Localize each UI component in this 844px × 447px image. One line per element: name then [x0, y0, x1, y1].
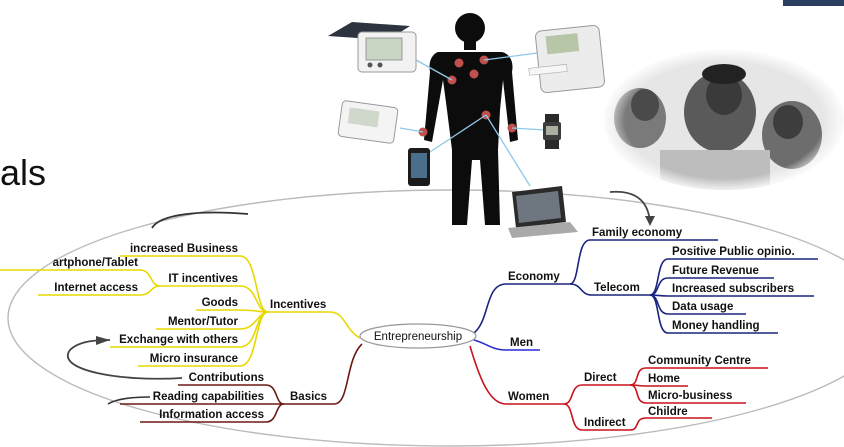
basics-item: Contributions [189, 372, 264, 384]
incentive-item: IT incentives [168, 273, 238, 285]
direct-label: Direct [584, 372, 617, 384]
laptop-icon [508, 186, 578, 238]
corner-photo [783, 0, 844, 6]
sensor-links [399, 51, 546, 187]
incentives-label: Incentives [270, 299, 326, 311]
economy-label: Economy [508, 271, 560, 283]
exchange-loop-arrowhead [96, 336, 110, 345]
basics-branches [120, 343, 363, 423]
women-branches [469, 345, 768, 431]
upper-swoosh-arrow [151, 211, 249, 229]
incentives-branches [0, 255, 361, 367]
family-photo [604, 50, 844, 190]
men-label: Men [510, 337, 533, 349]
basics-label: Basics [290, 391, 327, 403]
center-node-label: Entrepreneurship [374, 331, 462, 343]
women-label: Women [508, 391, 549, 403]
telecom-item: Data usage [672, 301, 733, 313]
mindmap-frame [7, 189, 844, 447]
men-branch [473, 339, 540, 351]
telecom-item: Increased subscribers [672, 283, 794, 295]
incentive-item: increased Business [130, 243, 238, 255]
incentive-item: Micro insurance [150, 353, 238, 365]
direct-item: Micro-business [648, 390, 732, 402]
smartphone-icon [408, 148, 430, 186]
blood-pressure-monitor-icon [328, 22, 417, 73]
family-economy-label: Family economy [592, 227, 683, 239]
glucose-meter-icon [528, 24, 605, 94]
telecom-item: Future Revenue [672, 265, 759, 277]
it-sub-item: Internet access [54, 282, 138, 294]
basics-item: Reading capabilities [153, 391, 264, 403]
ecg-device-icon [337, 100, 399, 144]
indirect-item: Childre [648, 406, 688, 418]
exchange-loop-arrow [67, 339, 183, 380]
direct-item: Home [648, 373, 680, 385]
slide-partial-title: als [0, 152, 47, 193]
indirect-label: Indirect [584, 417, 626, 429]
telecom-label: Telecom [594, 282, 640, 294]
basics-left-swoosh [107, 396, 151, 405]
family-economy-arrowhead [645, 216, 655, 226]
wristwatch-icon [543, 114, 561, 149]
direct-item: Community Centre [648, 355, 751, 367]
economy-branches [473, 239, 818, 334]
telecom-item: Positive Public opinio. [672, 246, 795, 258]
center-node [359, 323, 477, 349]
human-body-figure [424, 13, 518, 225]
incentive-item: Goods [202, 297, 238, 309]
incentive-item: Mentor/Tutor [168, 316, 239, 328]
telecom-item: Money handling [672, 320, 760, 332]
incentive-item: Exchange with others [119, 334, 238, 346]
basics-item: Information access [159, 409, 264, 421]
it-sub-item: artphone/Tablet [53, 257, 139, 269]
